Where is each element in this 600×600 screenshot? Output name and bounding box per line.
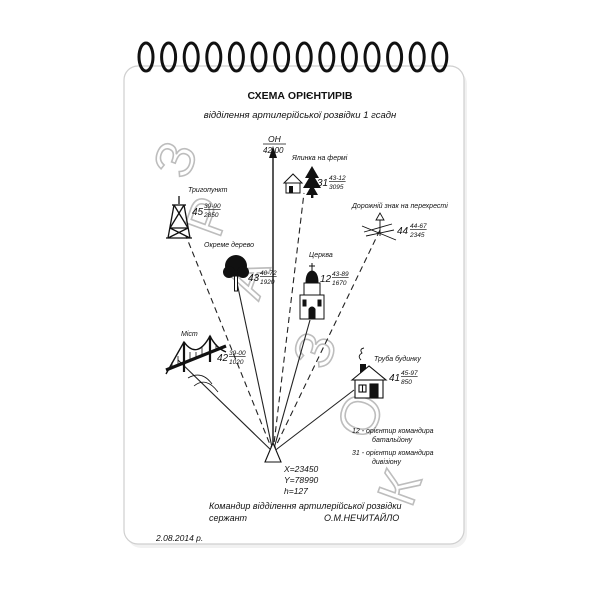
landmark-31: Ялинка на фермі 31 43-12 3095 — [282, 154, 348, 198]
landmark-12-az: 43-89 — [332, 271, 349, 278]
notebook-page — [123, 65, 467, 548]
diagram-subtitle: відділення артилерійської розвідки 1 гса… — [204, 110, 397, 121]
landmark-45-az: 39-90 — [204, 203, 221, 210]
landmark-42: Міст 42 39-00 1020 — [165, 330, 246, 393]
legend-line-1: 12 - орієнтир командира — [352, 427, 434, 435]
landmark-45-dist: 2850 — [203, 212, 219, 219]
bridge-icon — [165, 334, 227, 393]
spiral-ring — [273, 41, 291, 73]
legend-line-2: батальйону — [372, 436, 413, 444]
landmark-41-dist: 850 — [401, 379, 412, 386]
landmark-44: Дорожній знак на перехресті 44 44-67 234… — [351, 202, 448, 241]
signature-role: Командир відділення артилерійської розві… — [209, 501, 401, 511]
sight-line-45 — [185, 235, 274, 453]
landmark-44-num: 44 — [397, 226, 409, 237]
landmark-43-dist: 1920 — [260, 279, 275, 286]
landmark-12: Церква 12 43-89 1670 — [299, 252, 349, 320]
landmark-12-num: 12 — [320, 274, 332, 285]
north-arrow: ОН 42-00 — [263, 134, 286, 452]
trig-tower-icon — [166, 196, 192, 239]
spiral-ring — [363, 41, 381, 73]
road-sign-icon — [361, 212, 397, 241]
landmark-31-dist: 3095 — [329, 184, 344, 191]
church-icon — [299, 263, 325, 320]
spiral-ring — [295, 41, 313, 73]
farm-tree-icon — [282, 166, 321, 198]
legend-line-3: 31 - орієнтир командира — [352, 449, 434, 457]
sight-line-43 — [235, 277, 274, 453]
spiral-ring — [160, 41, 178, 73]
landmark-42-name: Міст — [181, 330, 198, 338]
landmark-45-num: 45 — [192, 207, 204, 218]
spiral-ring — [431, 41, 449, 73]
landmark-12-name: Церква — [309, 252, 333, 259]
diagram-title: СХЕМА ОРІЄНТИРІВ — [247, 90, 352, 102]
house-chimney-icon — [350, 347, 388, 399]
signature-name: О.М.НЕЧИТАЙЛО — [324, 512, 399, 523]
landmark-42-az: 39-00 — [229, 350, 246, 357]
north-label: ОН — [268, 134, 282, 144]
spiral-ring — [182, 41, 200, 73]
landmark-42-dist: 1020 — [229, 359, 244, 366]
legend-line-4: дивізіону — [372, 458, 402, 466]
landmark-41-az: 45-97 — [401, 370, 418, 377]
sight-line-44 — [272, 229, 381, 453]
landmark-45-name: Тригопункт — [188, 187, 228, 194]
spiral-binding — [137, 41, 449, 73]
signature-block: Командир відділення артилерійської розві… — [209, 501, 401, 523]
spiral-ring — [318, 41, 336, 73]
date-label: 2.08.2014 р. — [155, 533, 203, 543]
spiral-ring — [205, 41, 223, 73]
landmark-31-az: 43-12 — [329, 175, 346, 182]
landmark-44-az: 44-67 — [410, 223, 427, 230]
sight-line-31 — [272, 192, 305, 453]
spiral-ring — [227, 41, 245, 73]
landmark-43-az: 40-72 — [260, 270, 277, 277]
legend: 12 - орієнтир командира батальйону 31 - … — [352, 427, 434, 466]
landmark-42-num: 42 — [217, 353, 229, 364]
landmark-41-num: 41 — [389, 373, 400, 384]
observer-point: X=23450 Y=78990 h=127 — [264, 441, 319, 496]
landmark-31-name: Ялинка на фермі — [291, 154, 348, 162]
landmark-41: Труба будинку 41 45-97 850 — [350, 347, 421, 399]
tree-icon — [223, 255, 249, 292]
landmark-44-dist: 2345 — [409, 232, 425, 239]
sight-line-12 — [272, 319, 311, 453]
north-value: 42-00 — [263, 146, 284, 155]
spiral-ring — [137, 41, 155, 73]
landmark-41-name: Труба будинку — [374, 355, 421, 363]
spiral-ring — [340, 41, 358, 73]
spiral-ring — [386, 41, 404, 73]
spiral-ring — [408, 41, 426, 73]
landmark-43-num: 43 — [248, 273, 260, 284]
landmark-43: Окреме дерево 43 40-72 1920 — [204, 241, 277, 292]
signature-rank: сержант — [209, 513, 248, 523]
observer-h: h=127 — [284, 486, 308, 496]
landmark-45: Тригопункт 45 39-90 2850 — [166, 187, 228, 239]
sight-line-41 — [272, 389, 355, 453]
observer-y: Y=78990 — [284, 475, 319, 485]
landmark-12-dist: 1670 — [332, 280, 347, 287]
landmark-31-num: 31 — [317, 178, 328, 189]
landmark-43-name: Окреме дерево — [204, 241, 254, 249]
spiral-ring — [250, 41, 268, 73]
landmark-44-name: Дорожній знак на перехресті — [351, 202, 448, 210]
observer-x: X=23450 — [283, 464, 319, 474]
